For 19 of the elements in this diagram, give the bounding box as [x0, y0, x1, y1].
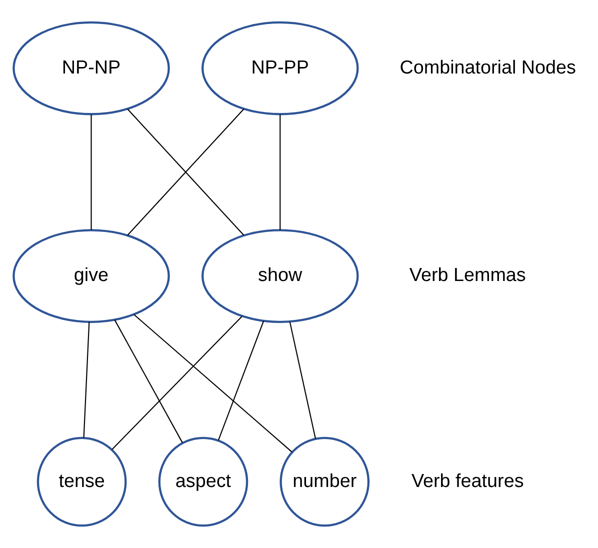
node-ellipse: give — [12, 229, 170, 323]
label: Combinatorial Nodes — [400, 57, 576, 78]
node-circle: aspect — [158, 436, 248, 527]
node-ellipse: NP-PP — [201, 21, 359, 116]
connector — [83, 322, 90, 438]
label: Verb Lemmas — [409, 265, 526, 286]
connector — [280, 114, 281, 230]
node-circle: number — [280, 436, 370, 527]
node-ellipse: NP-NP — [12, 21, 170, 116]
node-circle: tense — [36, 436, 127, 527]
connector — [114, 320, 183, 443]
connector — [112, 316, 242, 450]
connector — [218, 320, 264, 441]
connector — [289, 322, 316, 439]
connector — [127, 108, 244, 236]
connector — [90, 114, 92, 230]
node-ellipse: show — [201, 229, 359, 323]
connector — [134, 314, 292, 452]
label: Verb features — [411, 470, 524, 492]
